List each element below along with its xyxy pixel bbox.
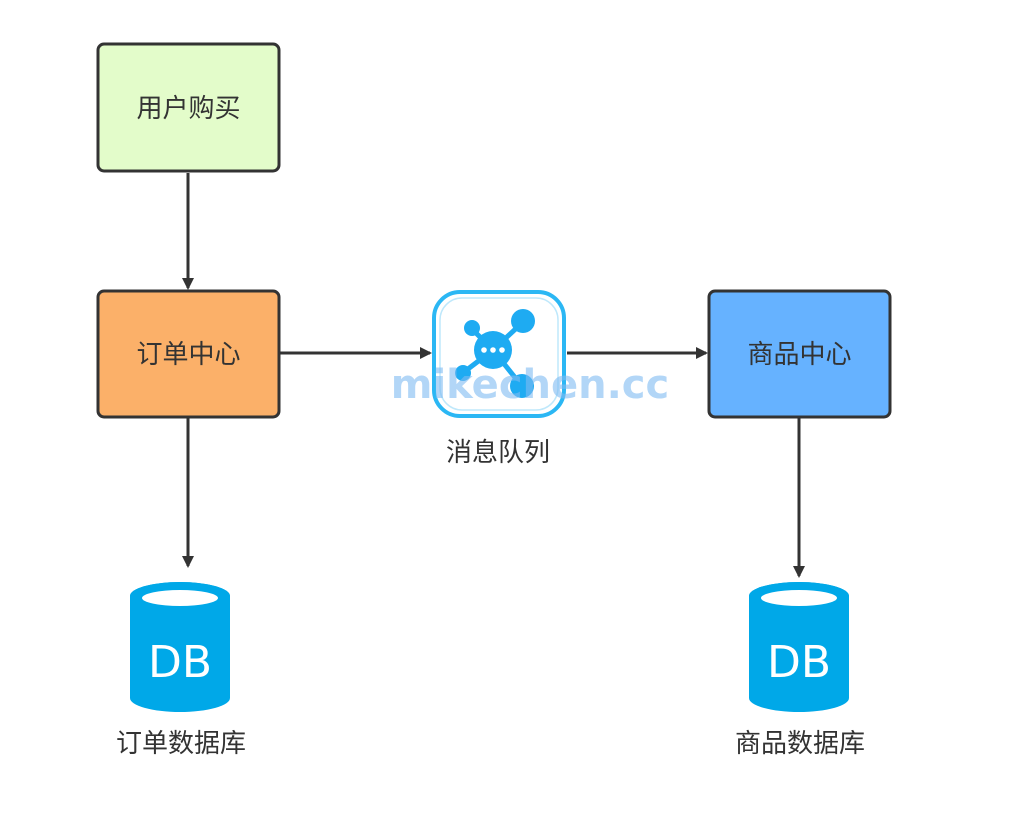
message-queue-label: 消息队列 xyxy=(446,438,550,468)
product-db-icon-text: DB xyxy=(767,637,831,688)
user-purchase-label: 用户购买 xyxy=(136,94,240,124)
product-center-node: 商品中心 xyxy=(707,289,892,419)
order-center-node: 订单中心 xyxy=(96,289,281,419)
watermark-text: mikechen.cc xyxy=(391,362,669,408)
order-center-label: 订单中心 xyxy=(136,340,240,370)
order-db-icon-text: DB xyxy=(148,637,212,688)
arrows xyxy=(182,173,805,578)
product-center-label: 商品中心 xyxy=(747,340,851,370)
message-queue-icon xyxy=(432,290,566,418)
product-db-icon: DB xyxy=(749,582,849,712)
product-db-label: 商品数据库 xyxy=(735,729,865,759)
user-purchase-node: 用户购买 xyxy=(96,42,281,173)
order-db-label: 订单数据库 xyxy=(116,729,246,759)
order-db-icon: DB xyxy=(130,582,230,712)
